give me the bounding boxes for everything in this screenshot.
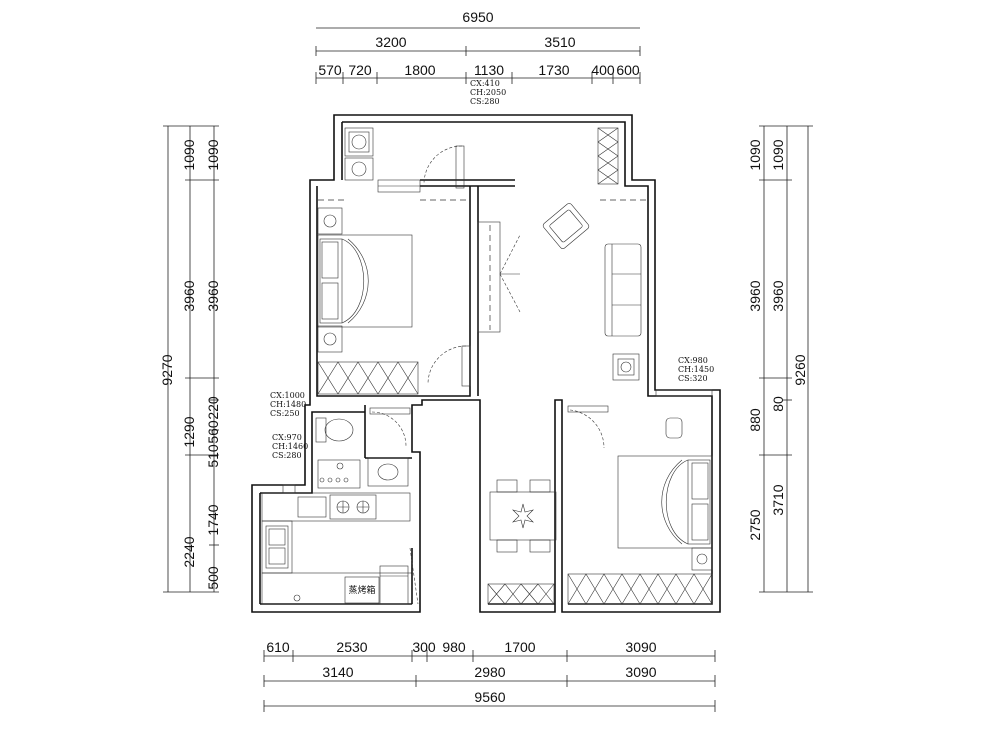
svg-text:CX:970: CX:970 xyxy=(272,433,302,442)
dim-top-total: 6950 xyxy=(462,9,493,25)
dim-right-total: 9260 xyxy=(792,354,808,385)
svg-text:CS:320: CS:320 xyxy=(678,374,708,383)
dining-table xyxy=(489,491,557,541)
bed xyxy=(317,234,413,328)
dim-top-detail-6: 400 xyxy=(591,62,615,78)
note-bathroom-window1: CX:1000 CH:1480 CS:250 xyxy=(270,391,306,418)
side-table xyxy=(612,353,640,381)
bed-2 xyxy=(617,455,713,549)
living-room xyxy=(477,199,646,381)
wardrobe-master xyxy=(317,361,419,395)
armchair xyxy=(542,203,590,249)
bath-door-swing xyxy=(371,411,407,447)
dim-left-outer-2: 3960 xyxy=(181,280,197,311)
dim-left-outer-4: 2240 xyxy=(181,536,197,567)
dim-left-inner-2: 3960 xyxy=(205,280,221,311)
dim-left-inner-7: 500 xyxy=(205,566,221,590)
dim-bottom-mid-3: 3090 xyxy=(625,664,656,680)
balcony-door-leaf xyxy=(455,145,465,189)
sink xyxy=(265,525,289,569)
dim-top-detail-5: 1730 xyxy=(538,62,569,78)
dim-top-detail-7: 600 xyxy=(616,62,640,78)
master-door-swing xyxy=(427,345,467,385)
balcony-cabinet xyxy=(597,127,619,185)
right-dimensions: 1090 3960 880 2750 1090 3960 80 3710 926… xyxy=(747,125,813,593)
counter-top xyxy=(261,492,411,522)
svg-text:CH:2050: CH:2050 xyxy=(470,88,506,97)
tv-cabinet xyxy=(477,221,501,333)
dim-right-outer-4: 3710 xyxy=(770,484,786,515)
dim-left-outer-1: 1090 xyxy=(181,139,197,170)
dim-right-outer-1: 1090 xyxy=(770,139,786,170)
dim-right-inner-3: 880 xyxy=(747,408,763,432)
second-bedroom xyxy=(567,405,713,605)
dim-bottom-detail-3: 300 xyxy=(412,639,436,655)
svg-text:CX:980: CX:980 xyxy=(678,356,708,365)
dim-bottom-detail-1: 610 xyxy=(266,639,290,655)
wardrobe-2 xyxy=(567,573,713,605)
dim-left-inner-1: 1090 xyxy=(205,139,221,170)
dim-bottom-mid-2: 2980 xyxy=(474,664,505,680)
master-bedroom xyxy=(317,199,471,395)
svg-text:CX:1000: CX:1000 xyxy=(270,391,305,400)
walls xyxy=(251,114,721,613)
shower-area xyxy=(317,459,361,489)
dim-top-detail-2: 720 xyxy=(348,62,372,78)
bedroom2-door-swing xyxy=(569,409,605,449)
top-dimensions: 6950 3200 3510 570 720 1800 1130 1730 40… xyxy=(315,9,641,84)
dim-right-inner-1: 1090 xyxy=(747,139,763,170)
washer-appliance xyxy=(344,127,374,181)
dim-right-inner-4: 2750 xyxy=(747,509,763,540)
dim-top-mid-2: 3510 xyxy=(544,34,575,50)
svg-text:CH:1450: CH:1450 xyxy=(678,365,714,374)
svg-text:CX:410: CX:410 xyxy=(470,79,500,88)
kitchen: 蒸烤箱 xyxy=(261,492,419,605)
svg-text:CH:1460: CH:1460 xyxy=(272,442,308,451)
svg-text:CH:1480: CH:1480 xyxy=(270,400,306,409)
dining-cabinet xyxy=(487,583,555,605)
svg-text:CS:280: CS:280 xyxy=(272,451,302,460)
stove xyxy=(329,494,377,520)
dim-top-detail-1: 570 xyxy=(318,62,342,78)
balcony-door-swing xyxy=(423,145,463,185)
washbasin xyxy=(367,457,409,487)
dim-top-detail-3: 1800 xyxy=(404,62,435,78)
dim-bottom-mid-1: 3140 xyxy=(322,664,353,680)
dim-right-outer-2: 3960 xyxy=(770,280,786,311)
toilet xyxy=(315,417,354,443)
dim-right-inner-2: 3960 xyxy=(747,280,763,311)
svg-text:CS:280: CS:280 xyxy=(470,97,500,106)
dim-bottom-detail-2: 2530 xyxy=(336,639,367,655)
nightstand-top xyxy=(317,207,343,235)
dim-top-mid-1: 3200 xyxy=(375,34,406,50)
dim-bottom-detail-6: 3090 xyxy=(625,639,656,655)
sofa xyxy=(604,243,642,337)
note-bathroom-window2: CX:970 CH:1460 CS:280 xyxy=(272,433,308,460)
dim-left-inner-5: 510 xyxy=(205,444,221,468)
note-balcony-window: CX:410 CH:2050 CS:280 xyxy=(470,79,506,106)
dim-left-outer-3: 1290 xyxy=(181,416,197,447)
oven xyxy=(344,576,380,604)
fridge xyxy=(379,565,409,605)
dim-bottom-detail-4: 980 xyxy=(442,639,466,655)
dim-left-inner-6: 1740 xyxy=(205,504,221,535)
desk-chair xyxy=(665,417,683,439)
bottom-dimensions: 610 2530 300 980 1700 3090 3140 2980 309… xyxy=(263,639,716,712)
flower-icon xyxy=(512,503,534,529)
dim-left-inner-3: 220 xyxy=(205,396,221,420)
dim-right-outer-3: 80 xyxy=(770,396,786,412)
nightstand-bottom xyxy=(317,325,343,353)
left-dimensions: 9270 1090 3960 1290 2240 1090 3960 220 5… xyxy=(159,125,221,593)
note-bedroom2-window: CX:980 CH:1450 CS:320 xyxy=(678,356,714,383)
svg-text:CS:250: CS:250 xyxy=(270,409,300,418)
dim-top-detail-4: 1130 xyxy=(474,62,504,78)
dim-left-inner-4: 560 xyxy=(205,420,221,444)
dim-left-total: 9270 xyxy=(159,354,175,385)
bathroom xyxy=(315,407,411,489)
dim-bottom-detail-5: 1700 xyxy=(504,639,535,655)
oven-label: 蒸烤箱 xyxy=(348,584,375,596)
dining-area xyxy=(487,479,557,605)
dim-bottom-total: 9560 xyxy=(474,689,505,705)
